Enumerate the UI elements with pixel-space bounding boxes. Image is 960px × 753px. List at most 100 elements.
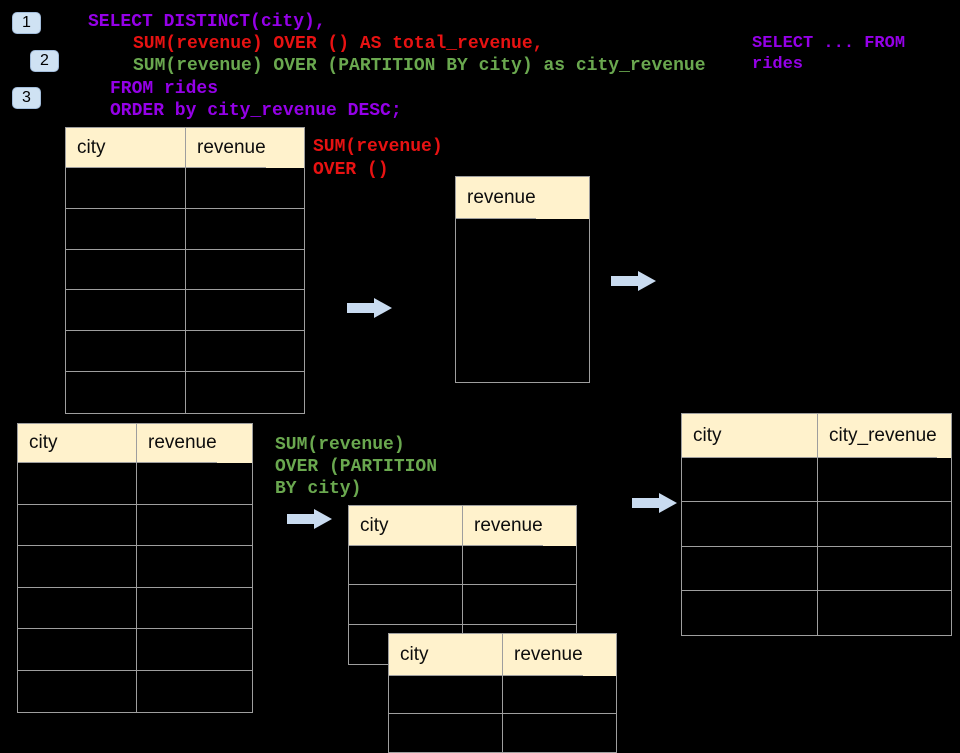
slide-canvas: { "badges": { "labels": ["1", "2", "3"] … [12, 12, 952, 753]
table-row [18, 504, 252, 546]
table-cell-empty [18, 670, 137, 712]
table-row [18, 670, 252, 713]
table-row [682, 546, 951, 591]
table-cell-empty [186, 168, 304, 209]
table-row [456, 219, 589, 260]
table-row [456, 301, 589, 342]
column-header: revenue [137, 424, 217, 463]
table-cell-empty [349, 585, 463, 625]
table-cell-empty [66, 331, 186, 373]
column-header: city [682, 414, 818, 458]
table-cell-empty [186, 331, 304, 373]
table-row [18, 587, 252, 629]
table-cell-empty [66, 208, 186, 250]
table-row [682, 590, 951, 635]
column-header: city [18, 424, 137, 463]
table-row [349, 585, 576, 625]
annotation-partition-line-2: OVER (PARTITION [275, 457, 438, 477]
column-header: revenue [463, 506, 543, 546]
table-row [682, 458, 951, 503]
table-cell-empty [682, 502, 818, 547]
side-note-line-2: rides [752, 55, 804, 74]
table-cell-empty [503, 676, 616, 714]
table-row [682, 502, 951, 547]
table-cell-empty [66, 249, 186, 291]
table-row [18, 546, 252, 588]
column-header: revenue [503, 634, 583, 676]
side-note-line-1: SELECT ... FROM [752, 34, 906, 53]
column-header: city [349, 506, 463, 546]
table-cell-empty [186, 250, 304, 291]
table-cell-empty [682, 546, 818, 591]
table-cell-empty [186, 290, 304, 332]
table-cell-empty [66, 372, 186, 413]
arrow-right-icon [611, 271, 656, 291]
annotation-partition-line-3: BY city) [275, 479, 362, 499]
table-row [66, 208, 304, 250]
table-row [389, 676, 616, 714]
table-cell-empty [463, 546, 576, 586]
table-row [66, 290, 304, 332]
sql-code-line-total-revenue: SUM(revenue) OVER () AS total_revenue, [133, 34, 544, 54]
table-cell-empty [186, 372, 304, 413]
table-cell-empty [463, 585, 576, 625]
step-badge-3: 3 [12, 87, 41, 109]
table-cell-empty [18, 504, 137, 546]
arrow-right-icon [347, 298, 392, 318]
table-cell-empty [818, 502, 951, 547]
arrow-right-icon [632, 493, 677, 513]
step-badge-1: 1 [12, 12, 41, 34]
table-cell-empty [818, 591, 951, 635]
annotation-total-line-1: SUM(revenue) [313, 137, 443, 157]
table-cell-empty [137, 671, 252, 713]
table-cell-empty [18, 546, 137, 588]
table-cell-empty [18, 587, 137, 629]
column-header: city [66, 128, 186, 168]
table-cell-empty [186, 209, 304, 250]
table-row [66, 372, 304, 413]
table-row [18, 463, 252, 505]
table-row [66, 331, 304, 373]
column-header: revenue [456, 177, 536, 219]
sql-code-line-select: SELECT DISTINCT(city), [88, 12, 326, 32]
table-row [349, 546, 576, 586]
table-cell-empty [682, 458, 818, 503]
table-cell-empty [18, 463, 137, 505]
table-row [456, 260, 589, 301]
sql-code-line-order-by: ORDER by city_revenue DESC; [110, 101, 402, 121]
arrow-right-icon [287, 509, 332, 529]
table-cell-empty [137, 588, 252, 629]
table-cell-empty [389, 676, 503, 714]
table-row [66, 249, 304, 291]
annotation-partition-line-1: SUM(revenue) [275, 435, 405, 455]
step-badge-2: 2 [30, 50, 59, 72]
table-row [18, 629, 252, 671]
table-cell-empty [137, 505, 252, 546]
table-cell-empty [818, 547, 951, 591]
column-header: city_revenue [818, 414, 937, 458]
table-header-row: revenue [456, 177, 589, 219]
sql-code-line-partition: SUM(revenue) OVER (PARTITION BY city) as… [133, 56, 706, 76]
table-total-revenue: revenue [455, 176, 590, 383]
table-cell-empty [137, 546, 252, 588]
table-row [66, 168, 304, 209]
table-cell-empty [66, 168, 186, 209]
annotation-total-line-2: OVER () [313, 160, 389, 180]
table-cell-empty [349, 546, 463, 586]
column-header: city [389, 634, 503, 676]
table-row [456, 341, 589, 382]
table-cell-empty [137, 463, 252, 505]
sql-code-line-from: FROM rides [110, 79, 219, 99]
table-cell-empty [818, 458, 951, 503]
table-cell-empty [682, 590, 818, 635]
table-cell-empty [66, 290, 186, 332]
